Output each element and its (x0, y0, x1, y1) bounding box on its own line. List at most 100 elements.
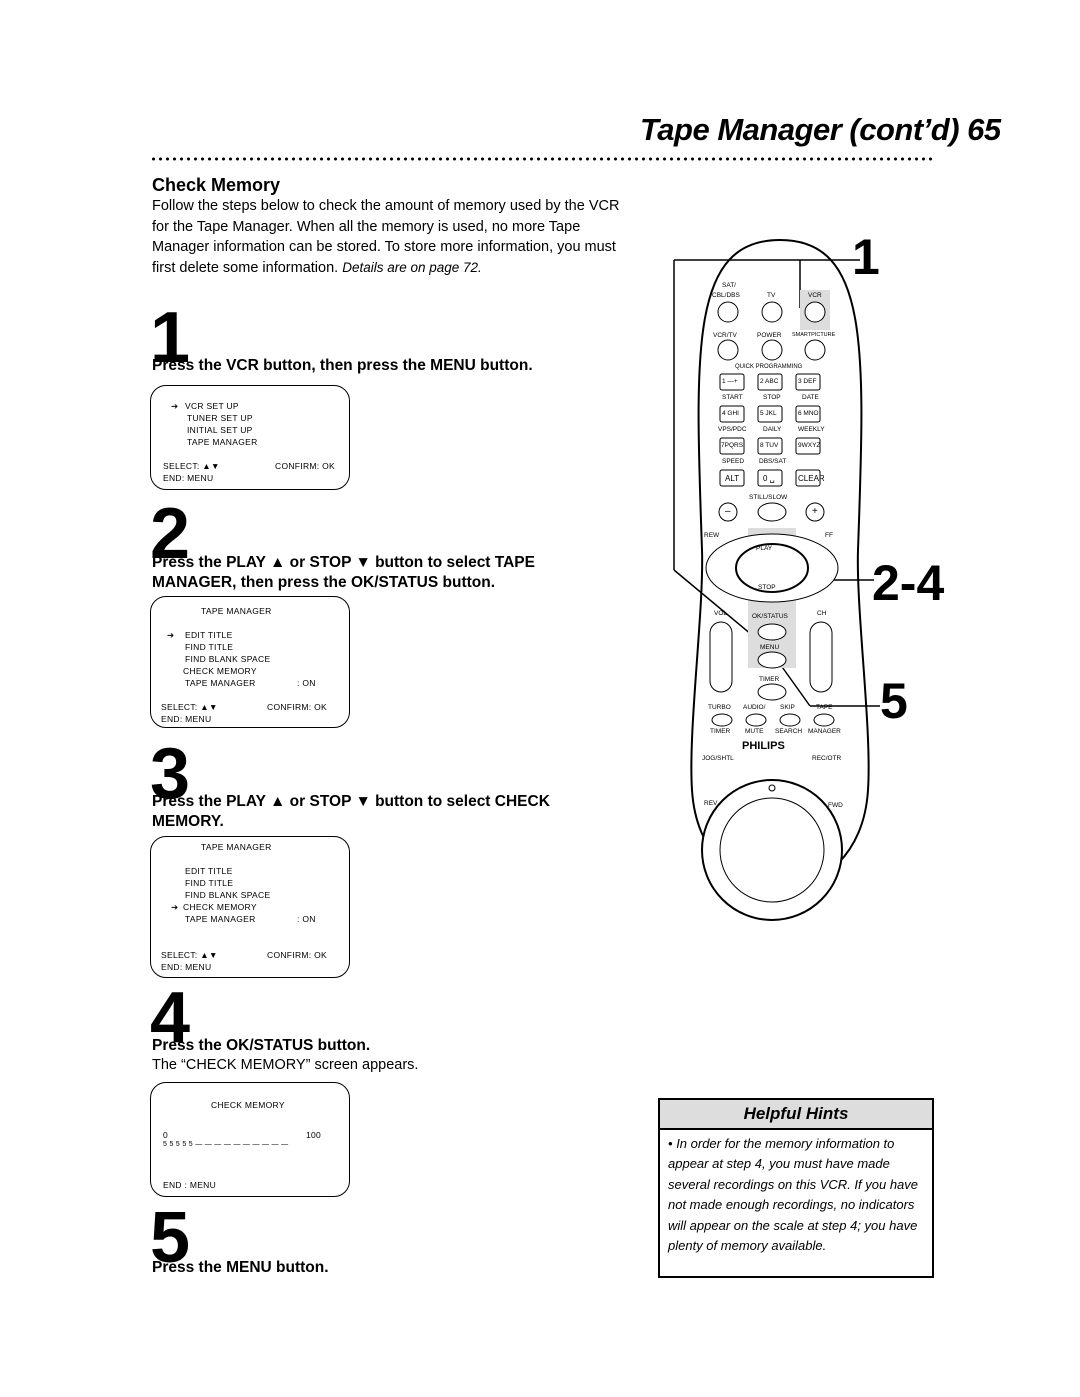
remote-label: – (725, 506, 731, 517)
remote-label: STILL/SLOW (749, 494, 788, 501)
remote-label: MANAGER (808, 728, 841, 735)
key-label: 2 ABC (760, 378, 779, 385)
menu-item: EDIT TITLE (185, 866, 233, 876)
plus-button[interactable] (805, 502, 825, 522)
remote-label: + (812, 506, 818, 517)
intro-paragraph: Follow the steps below to check the amou… (152, 196, 636, 278)
step-4-number: 4 (150, 978, 191, 1058)
screen-check-memory: CHECK MEMORY 0 100 5 5 5 5 5 — — — — — —… (150, 1082, 350, 1197)
menu-item: TUNER SET UP (187, 413, 253, 423)
ok-status-button[interactable] (757, 623, 787, 641)
audio-button[interactable] (745, 713, 767, 727)
confirm-hint: CONFIRM: OK (267, 702, 327, 712)
step-1-number: 1 (150, 298, 191, 378)
remote-label: DATE (802, 394, 819, 401)
remote-label: JOG/SHTL (702, 755, 734, 762)
vcrtv-button[interactable] (717, 339, 739, 361)
step-5-number: 5 (150, 1198, 191, 1278)
end-hint: END: MENU (161, 714, 212, 724)
menu-item: FIND TITLE (185, 642, 234, 652)
hints-title: Helpful Hints (660, 1100, 932, 1130)
screen-title: TAPE MANAGER (201, 606, 272, 616)
screen-title: CHECK MEMORY (211, 1100, 285, 1110)
turbo-button[interactable] (711, 713, 733, 727)
remote-label: CBL/DBS (712, 292, 740, 299)
remote-label: FWD (828, 802, 843, 809)
cbl-button[interactable] (717, 301, 739, 323)
remote-label: FF (825, 532, 833, 539)
brand-logo: PHILIPS (742, 740, 785, 752)
remote-label: TIMER (710, 728, 731, 735)
menu-item: TAPE MANAGER (187, 437, 258, 447)
remote-label: STOP (758, 584, 776, 591)
remote-label: DAILY (763, 426, 782, 433)
timer-button[interactable] (757, 683, 787, 701)
select-hint: SELECT: ▲▼ (161, 950, 218, 960)
key-label: 0 ␣ (763, 474, 775, 483)
menu-item: CHECK MEMORY (183, 902, 257, 912)
intro-details: Details are on page 72. (342, 259, 482, 275)
page-title: Tape Manager (cont’d) 65 (640, 112, 1001, 147)
skip-button[interactable] (779, 713, 801, 727)
vcr-button[interactable] (804, 301, 826, 323)
tv-button[interactable] (761, 301, 783, 323)
key-label: 1 —+ (722, 378, 738, 385)
callout-5: 5 (880, 673, 908, 729)
remote-label: SKIP (780, 704, 795, 711)
remote-label: REC/OTR (812, 755, 842, 762)
remote-label: QUICK PROGRAMMING (735, 364, 803, 370)
confirm-hint: CONFIRM: OK (267, 950, 327, 960)
smartpicture-button[interactable] (804, 339, 826, 361)
end-hint: END: MENU (163, 473, 214, 483)
key-label: 7PQRS (721, 442, 744, 449)
step-2-text: Press the PLAY ▲ or STOP ▼ button to sel… (152, 554, 535, 591)
step-4-sub: The “CHECK MEMORY” screen appears. (152, 1057, 419, 1073)
menu-button[interactable] (757, 651, 787, 669)
remote-label: STOP (763, 394, 781, 401)
confirm-hint: CONFIRM: OK (275, 461, 335, 471)
power-button[interactable] (761, 339, 783, 361)
select-hint: SELECT: ▲▼ (163, 461, 220, 471)
menu-item: FIND BLANK SPACE (185, 654, 271, 664)
key-label: CLEAR (798, 474, 825, 483)
vol-rocker[interactable] (709, 621, 733, 693)
memory-scale: 5 5 5 5 5 — — — — — — — — — — (163, 1141, 289, 1148)
arrow-icon: ➔ (171, 902, 179, 912)
remote-illustration (673, 238, 880, 921)
bullet-icon: • (668, 1136, 673, 1151)
callout-2-4: 2-4 (872, 555, 945, 611)
menu-item: CHECK MEMORY (183, 666, 257, 676)
ch-rocker[interactable] (809, 621, 833, 693)
jog-dial[interactable] (719, 797, 825, 903)
remote-label: TV (767, 292, 776, 299)
screen-tape-manager: TAPE MANAGER ➔ EDIT TITLE FIND TITLE FIN… (150, 596, 350, 728)
end-hint: END : MENU (163, 1180, 217, 1190)
play-stop-button[interactable] (735, 543, 809, 593)
remote-label: START (722, 394, 743, 401)
section-title: Check Memory (152, 175, 281, 195)
remote-label: OK/STATUS (752, 613, 788, 620)
menu-item: TAPE MANAGER (185, 914, 256, 924)
screen-main-menu: ➔ VCR SET UP TUNER SET UP INITIAL SET UP… (150, 385, 350, 490)
remote-label: AUDIO/ (743, 704, 766, 711)
tape-manager-button[interactable] (813, 713, 835, 727)
remote-label: POWER (757, 332, 782, 339)
key-label: 9WXYZ (798, 442, 821, 449)
remote-label: SEARCH (775, 728, 803, 735)
hints-body: • In order for the memory information to… (668, 1134, 924, 1256)
arrow-icon: ➔ (167, 630, 175, 640)
key-label: 8 TUV (760, 442, 779, 449)
remote-label: REV (704, 800, 718, 807)
remote-label: SAT/ (722, 282, 736, 289)
arrow-icon: ➔ (171, 401, 179, 411)
still-slow-button[interactable] (757, 502, 787, 522)
keypad (719, 373, 821, 487)
remote-label: TAPE (816, 704, 833, 711)
minus-button[interactable] (718, 502, 738, 522)
remote-label: PLAY (756, 545, 773, 552)
menu-item: EDIT TITLE (185, 630, 233, 640)
key-label: ALT (725, 474, 740, 483)
remote-label: SPEED (722, 458, 745, 465)
scale-min: 0 (163, 1130, 169, 1140)
dotted-divider (150, 156, 934, 162)
